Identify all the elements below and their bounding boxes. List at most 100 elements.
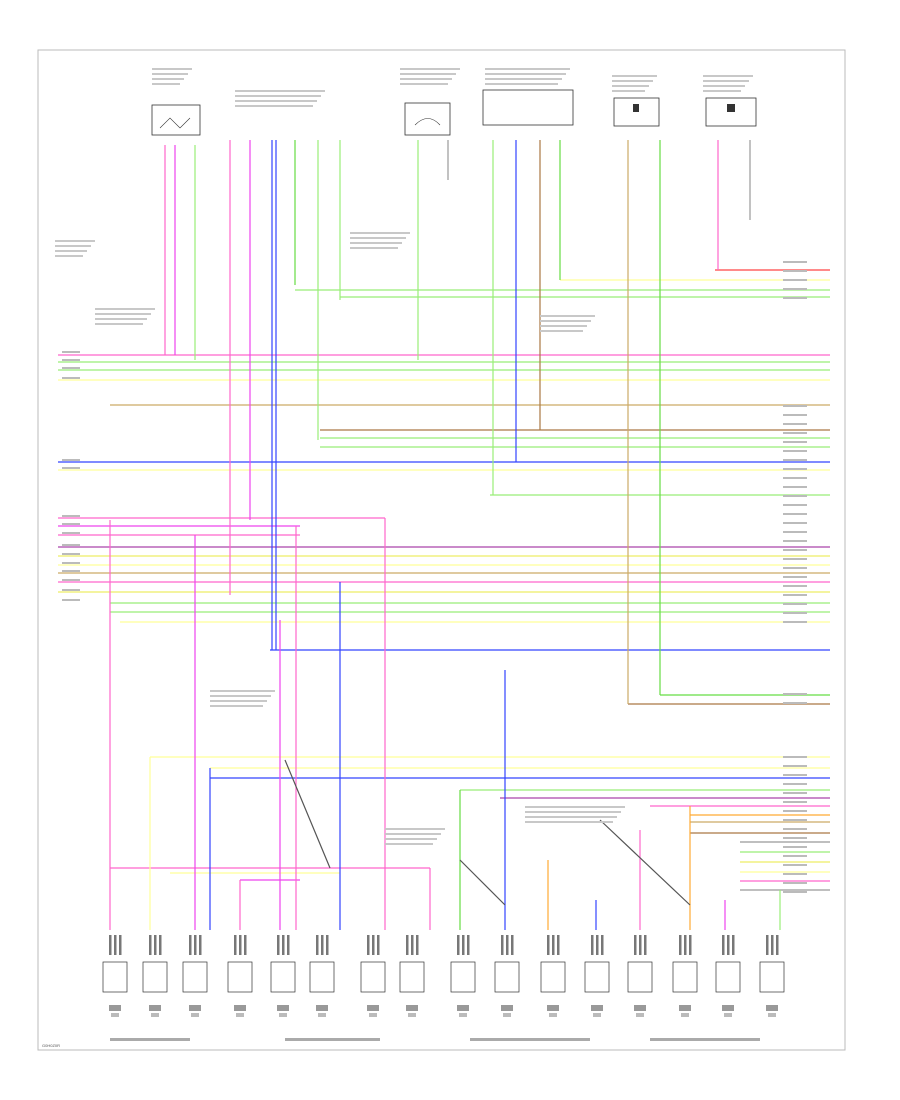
pin-label-block: [239, 935, 242, 955]
pin-label-block: [406, 935, 409, 955]
wire-code-block: [783, 882, 807, 884]
pin-label-block: [326, 935, 329, 955]
pin-label-block: [776, 935, 779, 955]
wire-code-block: [783, 585, 807, 587]
bottom-connector: [142, 961, 168, 993]
pin-label-block: [287, 935, 290, 955]
text-block: [703, 90, 741, 92]
bottom-connector: [759, 961, 785, 993]
wire-code-block: [783, 576, 807, 578]
wire-code-block: [62, 589, 80, 591]
text-block: [485, 73, 566, 75]
wire-code-block: [783, 783, 807, 785]
wire-layer: [58, 140, 830, 930]
pin-label-block: [596, 935, 599, 955]
wire-code-block: [783, 549, 807, 551]
wire-code-block: [62, 359, 80, 361]
pin-label-block: [506, 935, 509, 955]
sensor-symbol: [159, 117, 191, 129]
component-label-block: [151, 1013, 159, 1017]
text-block: [55, 245, 91, 247]
pin-label-block: [689, 935, 692, 955]
component-label-block: [501, 1005, 513, 1011]
pin-label-block: [462, 935, 465, 955]
text-block: [612, 85, 649, 87]
text-block: [400, 68, 460, 70]
text-block: [525, 816, 617, 818]
wire-code-block: [62, 570, 80, 572]
leader-line: [459, 859, 506, 906]
text-block: [703, 80, 749, 82]
group-label-block: [470, 1038, 590, 1041]
wire-code-block: [783, 558, 807, 560]
bottom-connector: [715, 961, 741, 993]
text-block: [152, 83, 180, 85]
wire-code-block: [62, 377, 80, 379]
wire-code-block: [783, 774, 807, 776]
text-block: [210, 695, 271, 697]
wire-code-block: [783, 621, 807, 623]
text-block: [612, 80, 653, 82]
component-label-block: [766, 1005, 778, 1011]
group-label-block: [650, 1038, 760, 1041]
connector-box: [482, 89, 574, 126]
wire-code-block: [783, 414, 807, 416]
pin-label-block: [722, 935, 725, 955]
text-block: [703, 75, 753, 77]
pin-label-block: [601, 935, 604, 955]
wire-code-block: [783, 531, 807, 533]
bottom-connector: [270, 961, 296, 993]
pin-label-block: [416, 935, 419, 955]
wire-code-block: [783, 756, 807, 758]
wire-code-block: [783, 297, 807, 299]
component-label-block: [318, 1013, 326, 1017]
text-block: [210, 700, 267, 702]
text-block: [485, 68, 570, 70]
pin-label-block: [199, 935, 202, 955]
bottom-connector: [584, 961, 610, 993]
text-block: [540, 320, 591, 322]
text-block: [400, 78, 452, 80]
text-block: [210, 690, 275, 692]
pin-label-block: [511, 935, 514, 955]
text-block: [485, 83, 558, 85]
wire-code-block: [783, 423, 807, 425]
bottom-connector: [494, 961, 520, 993]
text-block: [235, 95, 321, 97]
component-label-block: [111, 1013, 119, 1017]
component-label-block: [316, 1005, 328, 1011]
text-block: [235, 90, 325, 92]
wire-code-block: [783, 810, 807, 812]
bottom-connector: [182, 961, 208, 993]
pin-label-block: [501, 935, 504, 955]
component-label-block: [724, 1013, 732, 1017]
text-block: [612, 75, 657, 77]
wire-code-block: [62, 459, 80, 461]
bottom-connector: [672, 961, 698, 993]
component-label-block: [634, 1005, 646, 1011]
wire-code-block: [783, 432, 807, 434]
wire-code-block: [783, 441, 807, 443]
text-block: [350, 242, 402, 244]
wire-code-block: [62, 544, 80, 546]
text-block: [210, 705, 263, 707]
component-label-block: [236, 1013, 244, 1017]
text-block: [612, 90, 645, 92]
wire-code-block: [783, 279, 807, 281]
text-block: [540, 315, 595, 317]
component-label-block: [279, 1013, 287, 1017]
wire-code-block: [783, 819, 807, 821]
component-label-block: [109, 1005, 121, 1011]
wire-code-block: [783, 828, 807, 830]
text-block: [350, 247, 398, 249]
component-label-block: [459, 1013, 467, 1017]
text-block: [55, 240, 95, 242]
pin-label-block: [644, 935, 647, 955]
wire-code-block: [783, 837, 807, 839]
pin-label-block: [639, 935, 642, 955]
component-label-block: [408, 1013, 416, 1017]
component-label-block: [457, 1005, 469, 1011]
component-label-block: [369, 1013, 377, 1017]
wire-code-block: [783, 270, 807, 272]
pin-label-block: [372, 935, 375, 955]
